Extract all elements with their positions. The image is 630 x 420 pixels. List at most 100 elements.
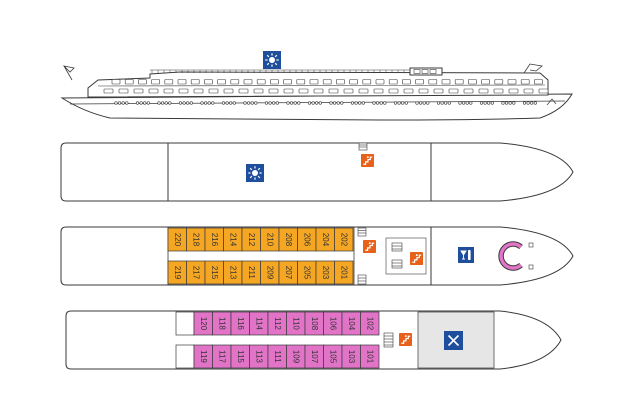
main-deck-stairs — [383, 332, 394, 348]
main-deck: 120 118 116 114 112 110 108 106 104 102 119 117 115… — [65, 310, 562, 370]
sun-icon — [263, 51, 281, 69]
cabin[interactable]: 110 — [286, 311, 306, 336]
cabin[interactable]: 120 — [193, 311, 213, 336]
cabin-number: 207 — [284, 266, 293, 280]
cabin[interactable]: 209 — [260, 260, 280, 285]
cabin-number: 117 — [217, 350, 226, 363]
cabin[interactable]: 113 — [249, 344, 269, 369]
upper-deck: 220 218 216 214 212 210 208 206 204 202 219 217 215… — [60, 226, 574, 286]
ship-profile — [60, 63, 573, 121]
cabin[interactable]: 217 — [186, 260, 206, 285]
cabin-number: 209 — [265, 266, 274, 280]
sun-deck-stairs — [358, 142, 368, 151]
cabin-number: 204 — [321, 233, 330, 247]
cabin-number: 102 — [365, 317, 374, 331]
upper-deck-cabins-starboard: 219 217 215 213 211 209 207 205 203 201 — [167, 260, 354, 285]
cabin-number: 214 — [228, 233, 237, 247]
stairs-icon — [363, 240, 376, 253]
cabin[interactable]: 216 — [204, 227, 224, 252]
cabin[interactable]: 112 — [267, 311, 287, 336]
cabin[interactable]: 117 — [212, 344, 232, 369]
stairs-icon — [410, 252, 423, 265]
upper-deck-cabins-port: 220 218 216 214 212 210 208 206 204 202 — [167, 227, 354, 252]
cabin-number: 206 — [302, 233, 311, 247]
cabin-number: 217 — [191, 266, 200, 280]
stern-flag — [62, 65, 75, 81]
cabin[interactable]: 114 — [249, 311, 269, 336]
cabin[interactable]: 111 — [267, 344, 287, 369]
cabin[interactable]: 202 — [334, 227, 354, 252]
cabin[interactable]: 109 — [286, 344, 306, 369]
cabin[interactable]: 215 — [204, 260, 224, 285]
cabin[interactable]: 210 — [260, 227, 280, 252]
cabin[interactable]: 208 — [278, 227, 298, 252]
cabin-number: 118 — [217, 317, 226, 330]
anchor-mark — [546, 98, 557, 106]
cabin[interactable]: 105 — [323, 344, 343, 369]
cabin-number: 111 — [273, 350, 282, 363]
cabin[interactable]: 204 — [315, 227, 335, 252]
cabin-number: 215 — [210, 266, 219, 280]
cabin[interactable]: 214 — [223, 227, 243, 252]
cabin[interactable]: 206 — [297, 227, 317, 252]
upper-deck-stairs — [357, 227, 427, 285]
cabin[interactable]: 201 — [334, 260, 354, 285]
cabin-number: 103 — [347, 350, 356, 364]
cabin-number: 110 — [291, 317, 300, 330]
cabin[interactable]: 220 — [167, 227, 187, 252]
cabin-number: 205 — [302, 266, 311, 280]
cabin-number: 112 — [273, 317, 282, 330]
cabin[interactable]: 115 — [230, 344, 250, 369]
main-deck-cabins-port: 120 118 116 114 112 110 108 106 104 102 — [193, 311, 380, 336]
wheelhouse — [409, 67, 443, 76]
cabin[interactable]: 108 — [304, 311, 324, 336]
cabin[interactable]: 103 — [341, 344, 361, 369]
cabin[interactable]: 213 — [223, 260, 243, 285]
cabin-number: 218 — [191, 233, 200, 247]
cabin-number: 115 — [236, 350, 245, 363]
cabin-number: 201 — [339, 266, 348, 280]
cabin[interactable]: 118 — [212, 311, 232, 336]
cabin-number: 119 — [199, 350, 208, 363]
cutlery-icon — [444, 331, 463, 350]
cabin[interactable]: 119 — [193, 344, 213, 369]
cabin[interactable]: 104 — [341, 311, 361, 336]
cabin-number: 113 — [254, 350, 263, 363]
cabin[interactable]: 219 — [167, 260, 187, 285]
cabin[interactable]: 218 — [186, 227, 206, 252]
stairs-icon — [399, 333, 412, 346]
cabin[interactable]: 205 — [297, 260, 317, 285]
cabin-number: 105 — [328, 350, 337, 364]
cabin[interactable]: 102 — [360, 311, 380, 336]
cabin[interactable]: 212 — [241, 227, 261, 252]
cabin-number: 120 — [199, 317, 208, 331]
cabin-number: 211 — [247, 266, 256, 279]
cabin-number: 216 — [210, 233, 219, 247]
cabin[interactable]: 211 — [241, 260, 261, 285]
cabin[interactable]: 107 — [304, 344, 324, 369]
cabin-number: 101 — [365, 350, 374, 364]
cabin-number: 104 — [347, 317, 356, 331]
cabin[interactable]: 207 — [278, 260, 298, 285]
cabin-number: 106 — [328, 317, 337, 331]
sun-deck — [60, 142, 574, 202]
sun-icon — [246, 164, 264, 182]
cabin-number: 212 — [247, 233, 256, 247]
cabin-number: 213 — [228, 266, 237, 280]
cabin[interactable]: 101 — [360, 344, 380, 369]
cabin-number: 202 — [339, 233, 348, 247]
main-deck-cabins-starboard: 119 117 115 113 111 109 107 105 103 101 — [193, 344, 380, 369]
cabin-number: 116 — [236, 317, 245, 330]
bow-flag — [523, 63, 543, 74]
cabin[interactable]: 116 — [230, 311, 250, 336]
bar-icon — [458, 247, 474, 263]
cabin-number: 210 — [265, 233, 274, 247]
cabin[interactable]: 203 — [315, 260, 335, 285]
cabin-number: 220 — [173, 233, 182, 247]
cabin-number: 107 — [310, 350, 319, 364]
cabin[interactable]: 106 — [323, 311, 343, 336]
cabin-number: 108 — [310, 317, 319, 331]
cabin-number: 219 — [173, 266, 182, 280]
sun-deck-outline — [60, 142, 574, 202]
